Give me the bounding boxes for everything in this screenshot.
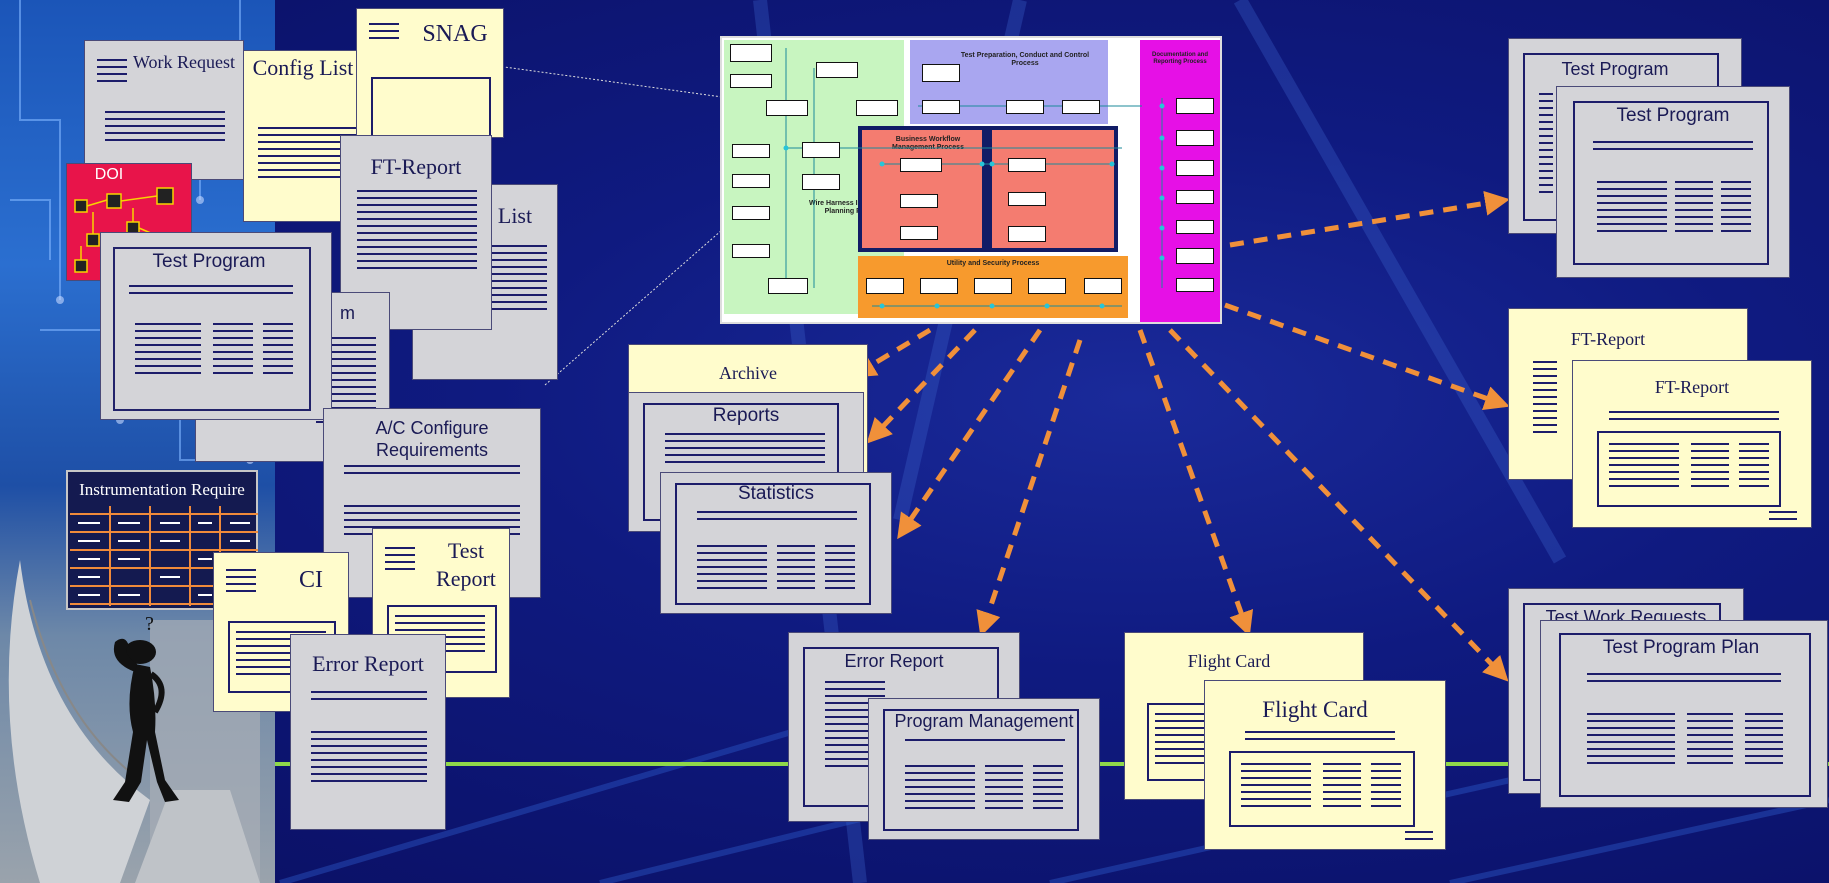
process-box	[1008, 226, 1046, 242]
process-box	[1084, 278, 1122, 294]
test-program-card-left: Test Program	[100, 232, 332, 420]
ft-report-title-back: FT-Report	[1570, 329, 1646, 349]
program-management-card: Program Management	[868, 698, 1100, 840]
thinking-person-icon: ?	[113, 613, 179, 802]
program-management-title: Program Management	[894, 711, 1074, 731]
process-box	[1006, 100, 1044, 114]
process-box	[732, 244, 770, 258]
test-program-title-left: Test Program	[152, 251, 266, 272]
satellite-dish	[8, 560, 150, 883]
statistics-card: Statistics	[660, 472, 892, 614]
test-program-plan-title: Test Program Plan	[1602, 637, 1760, 658]
process-box	[856, 100, 898, 116]
process-box	[732, 174, 770, 188]
statistics-title: Statistics	[737, 483, 815, 504]
test-report-title: Test Report	[436, 538, 496, 591]
test-program-title-front: Test Program	[1616, 105, 1730, 126]
process-connectors	[783, 48, 1165, 309]
arrow-to-test-program	[1229, 190, 1510, 248]
instrumentation-title: Instrumentation Require	[79, 480, 245, 499]
flight-card-big-title: Flight Card	[1262, 697, 1368, 722]
process-box	[1028, 278, 1066, 294]
svg-text:?: ?	[145, 613, 154, 635]
utility-security-label: Utility and Security Process	[946, 260, 1040, 267]
error-report-title-right: Error Report	[844, 651, 944, 671]
snag-title: SNAG	[422, 21, 488, 47]
ft-report-card-front: FT-Report	[1572, 360, 1812, 528]
process-box	[866, 278, 904, 294]
m-title: m	[340, 303, 355, 323]
process-box	[1176, 248, 1214, 264]
ft-report-title-left: FT-Report	[370, 154, 462, 179]
process-box	[1176, 130, 1214, 146]
reports-title: Reports	[712, 405, 780, 426]
process-box	[816, 62, 858, 78]
ac-configure-title: A/C Configure Requirements	[375, 418, 489, 460]
snag-card: SNAG	[356, 8, 504, 138]
process-box	[1176, 190, 1214, 204]
process-box	[730, 74, 772, 88]
work-request-card: Work Request	[84, 40, 244, 180]
process-box	[732, 206, 770, 220]
process-box	[768, 278, 808, 294]
process-architecture-diagram: Wire Harness Integrity Test Planning Pro…	[720, 36, 1222, 324]
flight-card-small-title: Flight Card	[1187, 651, 1271, 671]
doi-title: DOI	[94, 166, 124, 183]
process-box	[802, 174, 840, 190]
ft-report-title-front: FT-Report	[1654, 377, 1730, 397]
arrow-to-error-report	[976, 339, 1083, 637]
process-box	[1176, 278, 1214, 292]
process-box	[900, 194, 938, 208]
doi-diagram-icon	[74, 187, 182, 273]
archive-title: Archive	[719, 363, 777, 383]
process-box	[922, 64, 960, 82]
process-box	[730, 44, 772, 62]
process-box	[766, 100, 808, 116]
test-program-plan-card: Test Program Plan	[1540, 620, 1828, 808]
error-report-title-left: Error Report	[312, 651, 424, 676]
process-box	[732, 144, 770, 158]
test-program-card-front: Test Program	[1556, 86, 1790, 278]
process-box	[974, 278, 1012, 294]
config-list-title: Config List	[252, 55, 354, 80]
work-request-title: Work Request	[132, 52, 236, 72]
process-box	[1062, 100, 1100, 114]
process-box	[1176, 220, 1214, 234]
process-box	[922, 100, 960, 114]
error-report-card-left: Error Report	[290, 634, 446, 830]
list-title: List	[497, 203, 533, 228]
test-prep-label: Test Preparation, Conduct and Control Pr…	[960, 52, 1090, 67]
ci-title: CI	[299, 567, 323, 593]
process-box	[1176, 98, 1214, 114]
wire-harness-label: Wire Harness Integrity Test Planning Pro…	[808, 200, 900, 215]
process-box	[1176, 160, 1214, 176]
documentation-label: Documentation and Reporting Process	[1151, 52, 1208, 65]
flight-card-big: Flight Card	[1204, 680, 1446, 850]
process-box	[802, 142, 840, 158]
arrow-to-ft-report	[1224, 302, 1510, 411]
documentation-region: Documentation and Reporting Process	[1140, 40, 1220, 322]
arrow-to-flight-card	[1137, 329, 1254, 637]
process-box	[1008, 158, 1046, 172]
process-box	[920, 278, 958, 294]
arrow-to-test-work-requests	[1168, 328, 1509, 682]
process-box	[900, 226, 938, 240]
process-box	[900, 158, 942, 172]
test-program-title-back: Test Program	[1561, 59, 1669, 79]
arrow-to-statistics	[897, 328, 1043, 540]
process-box	[1008, 192, 1046, 206]
arrow-to-reports	[866, 328, 977, 444]
